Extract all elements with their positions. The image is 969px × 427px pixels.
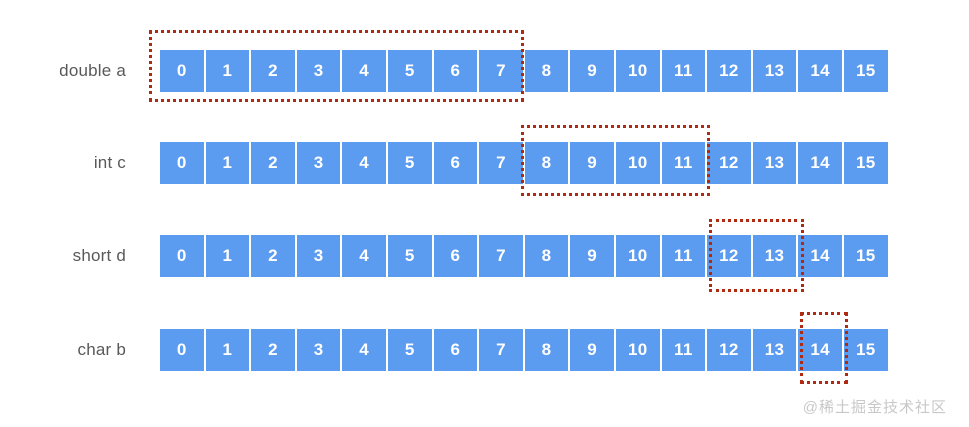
memory-cell: 15: [843, 235, 888, 277]
memory-cell: 8: [524, 142, 569, 184]
memory-cell: 1: [205, 142, 250, 184]
memory-cell: 6: [433, 329, 478, 371]
memory-cell: 9: [570, 329, 614, 371]
cell-strip-double-a: 0 1 2 3 4 5 6 7 8 9 10 11 12 13 14 15: [160, 50, 888, 92]
memory-cell: 5: [387, 142, 432, 184]
memory-cell: 8: [524, 329, 569, 371]
array-row-char-b: char b 0 1 2 3 4 5 6 7 8 9 10 11 12 13 1…: [0, 329, 969, 371]
memory-cell: 3: [296, 50, 341, 92]
memory-cell: 12: [707, 235, 751, 277]
memory-cell: 13: [752, 329, 797, 371]
memory-cell: 2: [251, 50, 295, 92]
memory-cell: 14: [798, 329, 842, 371]
cell-strip-char-b: 0 1 2 3 4 5 6 7 8 9 10 11 12 13 14 15: [160, 329, 888, 371]
memory-cell: 1: [205, 235, 250, 277]
memory-cell: 6: [433, 142, 478, 184]
memory-cell: 7: [479, 235, 523, 277]
memory-cell: 2: [251, 235, 295, 277]
memory-cell: 7: [479, 142, 523, 184]
watermark-text: @稀土掘金技术社区: [802, 399, 947, 416]
memory-cell: 10: [615, 329, 660, 371]
memory-cell: 5: [387, 50, 432, 92]
memory-cell: 7: [479, 50, 523, 92]
memory-cell: 13: [752, 50, 797, 92]
memory-cell: 10: [615, 50, 660, 92]
memory-cell: 10: [615, 235, 660, 277]
memory-cell: 11: [661, 329, 706, 371]
memory-cell: 5: [387, 235, 432, 277]
memory-cell: 12: [707, 329, 751, 371]
memory-cell: 13: [752, 235, 797, 277]
memory-cell: 3: [296, 142, 341, 184]
memory-cell: 9: [570, 50, 614, 92]
memory-cell: 2: [251, 142, 295, 184]
memory-cell: 3: [296, 329, 341, 371]
memory-cell: 2: [251, 329, 295, 371]
memory-cell: 11: [661, 142, 706, 184]
memory-cell: 15: [843, 50, 888, 92]
memory-cell: 5: [387, 329, 432, 371]
memory-cell: 1: [205, 50, 250, 92]
row-label-char-b: char b: [77, 340, 126, 359]
memory-cell: 7: [479, 329, 523, 371]
memory-cell: 4: [342, 50, 386, 92]
memory-cell: 14: [798, 50, 842, 92]
memory-cell: 0: [160, 142, 204, 184]
memory-cell: 14: [798, 142, 842, 184]
memory-cell: 11: [661, 235, 706, 277]
memory-cell: 8: [524, 235, 569, 277]
memory-cell: 0: [160, 50, 204, 92]
memory-cell: 4: [342, 235, 386, 277]
memory-cell: 6: [433, 235, 478, 277]
row-label-int-c: int c: [93, 153, 126, 172]
memory-cell: 8: [524, 50, 569, 92]
memory-cell: 9: [570, 142, 614, 184]
memory-cell: 1: [205, 329, 250, 371]
memory-cell: 9: [570, 235, 614, 277]
memory-cell: 12: [707, 50, 751, 92]
array-row-double-a: double a 0 1 2 3 4 5 6 7 8 9 10 11 12 13…: [0, 50, 969, 92]
cell-strip-short-d: 0 1 2 3 4 5 6 7 8 9 10 11 12 13 14 15: [160, 235, 888, 277]
memory-cell: 4: [342, 329, 386, 371]
memory-cell: 4: [342, 142, 386, 184]
memory-cell: 15: [843, 329, 888, 371]
memory-cell: 14: [798, 235, 842, 277]
row-label-short-d: short d: [72, 246, 126, 265]
array-row-short-d: short d 0 1 2 3 4 5 6 7 8 9 10 11 12 13 …: [0, 235, 969, 277]
row-label-double-a: double a: [59, 61, 126, 80]
memory-cell: 15: [843, 142, 888, 184]
memory-cell: 13: [752, 142, 797, 184]
memory-cell: 10: [615, 142, 660, 184]
memory-cell: 12: [707, 142, 751, 184]
array-row-int-c: int c 0 1 2 3 4 5 6 7 8 9 10 11 12 13 14…: [0, 142, 969, 184]
memory-cell: 0: [160, 329, 204, 371]
memory-cell: 3: [296, 235, 341, 277]
memory-cell: 11: [661, 50, 706, 92]
memory-cell: 6: [433, 50, 478, 92]
cell-strip-int-c: 0 1 2 3 4 5 6 7 8 9 10 11 12 13 14 15: [160, 142, 888, 184]
memory-cell: 0: [160, 235, 204, 277]
